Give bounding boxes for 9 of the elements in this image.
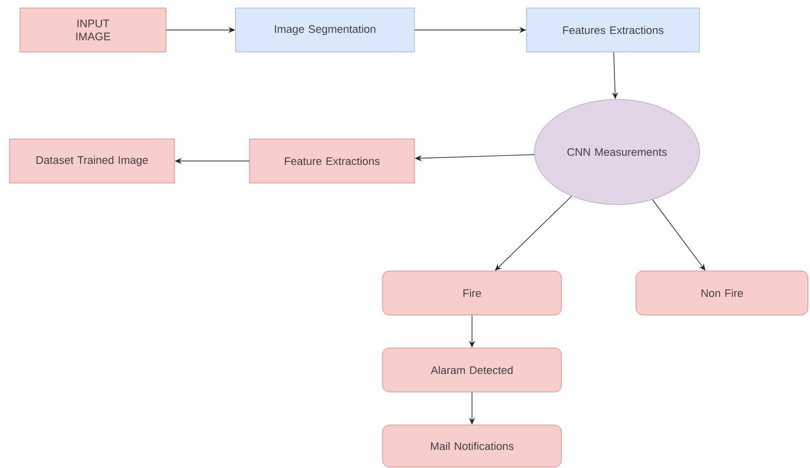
rounded-box: Fire	[382, 270, 562, 316]
process-box: Image Segmentation	[235, 8, 415, 52]
process-box: Feature Extractions	[249, 138, 415, 184]
rounded-box: Mail Notifications	[382, 424, 562, 468]
process-box: Features Extractions	[526, 8, 700, 52]
process-box: INPUT IMAGE	[20, 8, 166, 52]
rounded-box: Alaram Detected	[382, 348, 562, 392]
process-box: Dataset Trained Image	[9, 138, 175, 184]
rounded-box: Non Fire	[636, 270, 808, 316]
